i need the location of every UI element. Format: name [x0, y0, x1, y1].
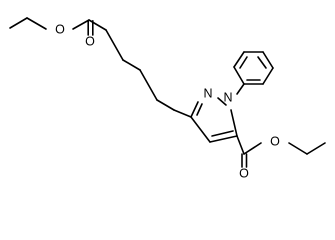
- bond-ring-n1-c5: [230, 109, 238, 137]
- bond-bottom-ethyl-ch2-ch3: [306, 142, 326, 155]
- atom-o-bottom-single: O: [270, 134, 280, 148]
- bond-phenyl-5: [262, 67, 274, 85]
- bond-c5-carbonyl: [236, 135, 245, 155]
- bond-chain-4: [139, 69, 158, 101]
- atom-n1: N: [223, 90, 232, 104]
- atom-o-bottom-double: O: [239, 166, 249, 180]
- bond-chain-5: [156, 99, 175, 111]
- bond-ring-n2-n1: [217, 97, 227, 106]
- bond-ethyl-top-ch2-o: [26, 17, 47, 30]
- bond-chain-2: [105, 29, 124, 61]
- bond-phenyl-inner-b: [257, 56, 267, 69]
- bond-phenyl-2: [233, 51, 245, 68]
- atom-o-top-single: O: [55, 22, 65, 36]
- bond-n1-phenyl: [236, 83, 245, 95]
- bond-ring-c3-n2: [190, 101, 199, 118]
- atom-o-top-double: O: [85, 34, 95, 48]
- bond-ethyl-top-ch3-ch2: [9, 17, 28, 29]
- bond-phenyl-1: [233, 66, 245, 85]
- bond-chain-1: [88, 19, 107, 31]
- bond-ring-c4-c3: [190, 116, 211, 143]
- bond-ring-c5-c4: [209, 135, 238, 143]
- bond-ring-c5-c4-inner: [211, 130, 234, 137]
- chemical-structure-canvas: O O N N O O: [9, 17, 326, 181]
- bond-phenyl-inner-a: [239, 56, 248, 69]
- bond-chain-3: [122, 59, 141, 71]
- bond-chain-6: [173, 109, 192, 118]
- bond-top-ester-o-carbonyl: [72, 19, 90, 30]
- chemical-structure-drawing: O O N N O O: [9, 17, 326, 180]
- bond-bottom-o-ethyl: [288, 142, 308, 155]
- bond-ring-c3-n2-inner: [196, 103, 203, 116]
- atom-n2: N: [203, 86, 212, 100]
- bond-phenyl-4: [262, 51, 274, 69]
- bond-bottom-carbonyl-o: [243, 142, 262, 155]
